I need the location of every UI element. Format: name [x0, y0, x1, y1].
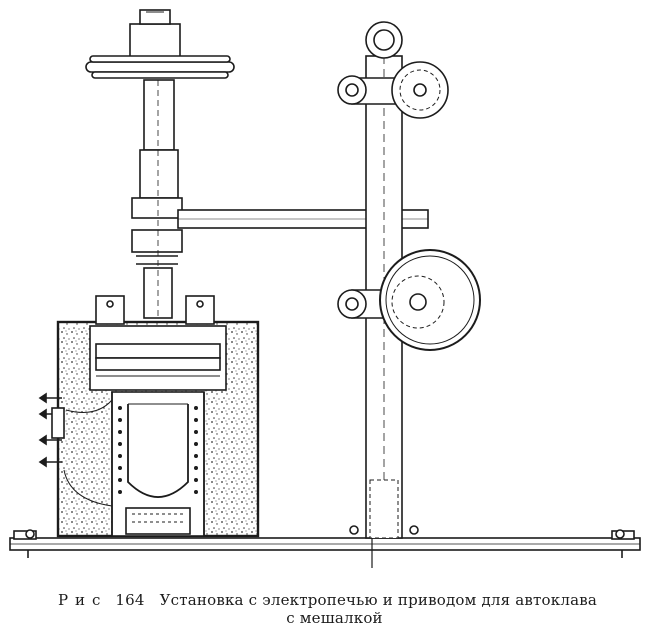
base-plate: [9, 530, 641, 568]
figure-label: Рис: [57, 591, 108, 609]
apparatus-drawing: [9, 9, 641, 568]
terminal-bolts: [38, 392, 65, 468]
lower-pulley: [337, 249, 481, 351]
caption-line-1: Рис 164 Установка с электропечью и приво…: [0, 591, 655, 609]
caption-line-2: с мешалкой: [286, 609, 383, 627]
figure-number: 164: [115, 591, 145, 609]
stirrer-shaft: [85, 9, 235, 319]
electric-furnace: [25, 295, 625, 539]
upper-pulley: [337, 61, 449, 119]
figure-caption: Рис 164 Установка с электропечью и приво…: [0, 591, 655, 627]
caption-text-1: Установка с электропечью и приводом для …: [159, 591, 598, 609]
